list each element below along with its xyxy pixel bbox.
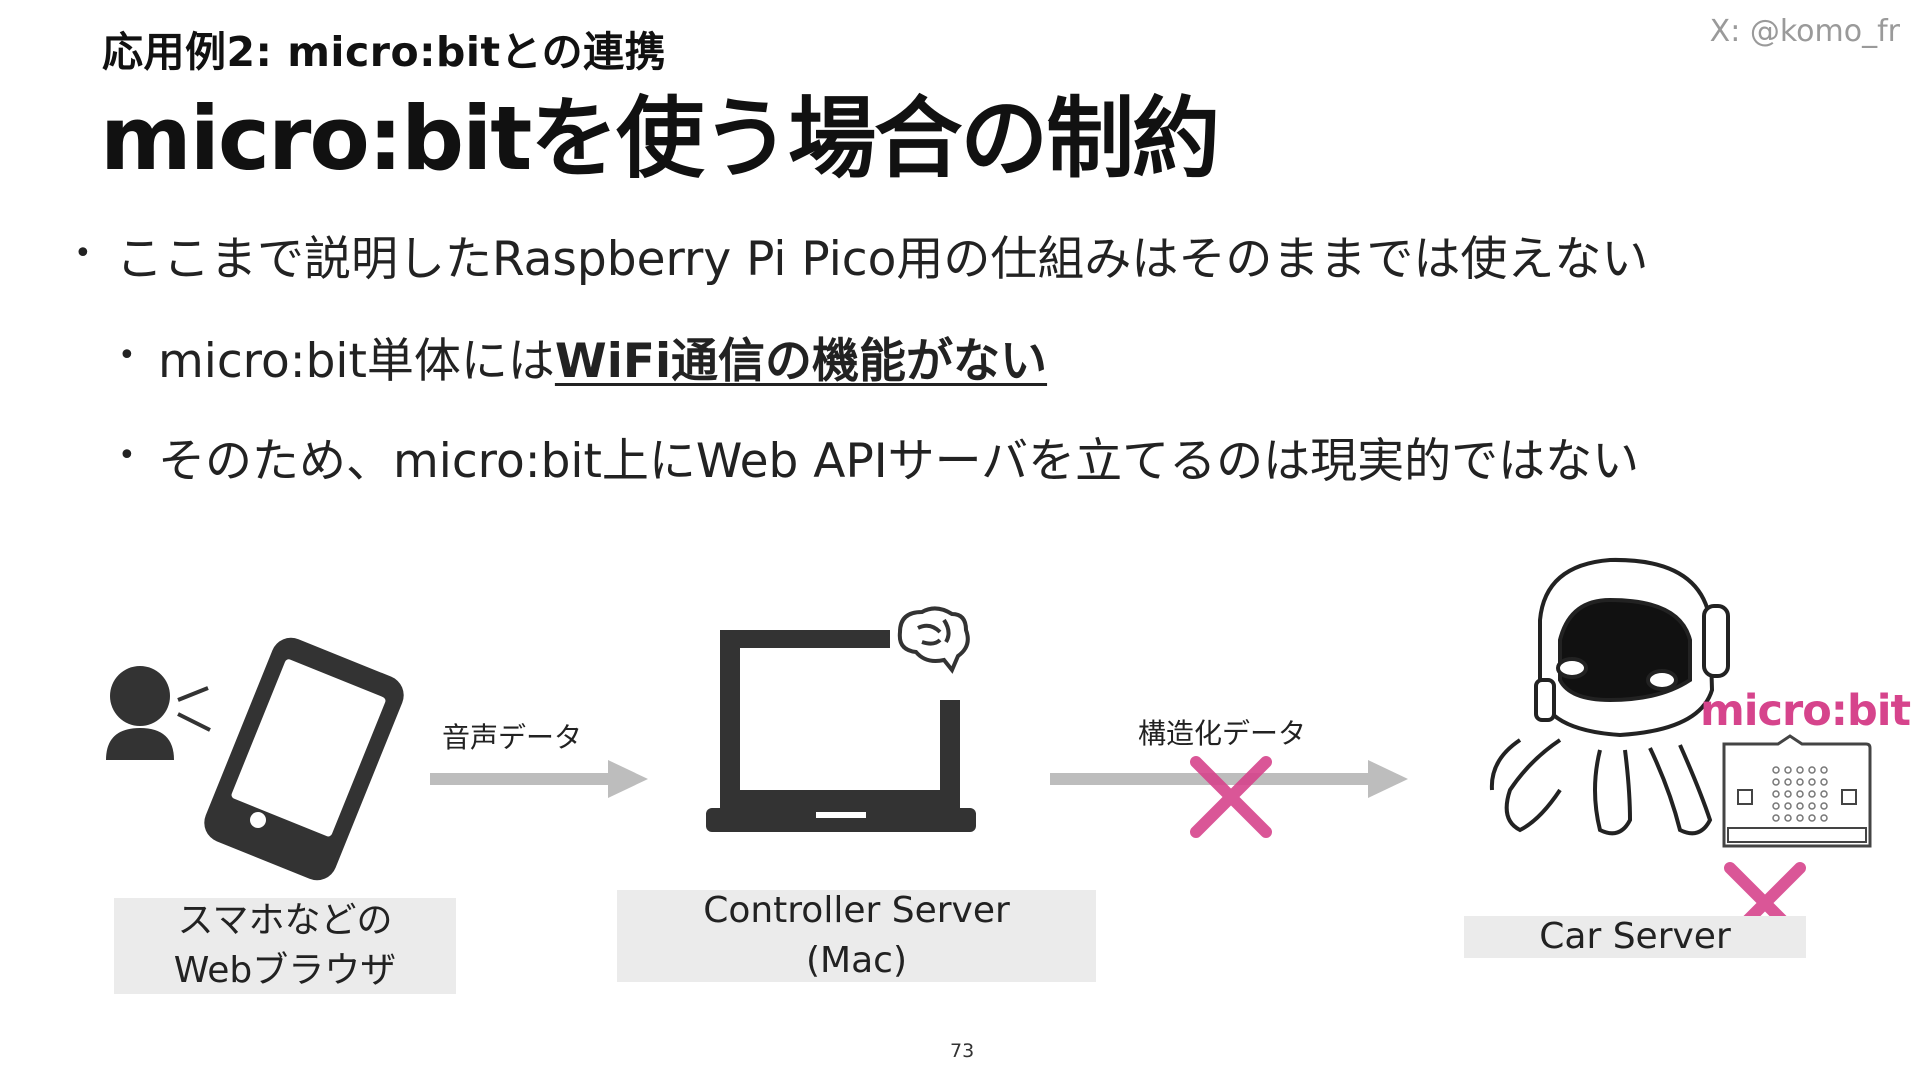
bullet-dot: • [118, 438, 136, 473]
slide-title: micro:bitを使う場合の制約 [100, 87, 1220, 190]
structured-data-label: 構造化データ [1138, 717, 1307, 750]
smartphone-icon [204, 637, 404, 881]
blocked-cross-icon [1190, 756, 1272, 838]
bullet-2-prefix: micro:bit単体には [158, 334, 555, 389]
controller-label-line1: Controller Server [703, 890, 1010, 931]
slide-subtitle: 応用例2: micro:bitとの連携 [102, 28, 667, 76]
car-server-label: Car Server [1464, 916, 1806, 958]
bullet-1: ここまで説明したRaspberry Pi Pico用の仕組みはそのままでは使えな… [116, 232, 1649, 287]
microbit-logo-text: micro:bit [1700, 686, 1911, 736]
car-label-text: Car Server [1539, 916, 1731, 957]
voice-data-label: 音声データ [442, 721, 583, 754]
page-number: 73 [950, 1040, 975, 1062]
brain-icon [897, 606, 970, 674]
browser-label-line1: スマホなどの [177, 900, 393, 941]
bullet-3: そのため、micro:bit上にWeb APIサーバを立てるのは現実的ではない [158, 434, 1640, 489]
browser-label-line2: Webブラウザ [173, 950, 397, 991]
bullet-2-emphasis: WiFi通信の機能がない [554, 334, 1048, 389]
voice-arrow [430, 760, 648, 798]
author-handle: X: @komo_fr [1709, 14, 1900, 49]
bullet-dot: • [118, 338, 136, 373]
bullet-dot: • [74, 236, 92, 271]
browser-label: スマホなどの Webブラウザ [114, 898, 456, 994]
speaking-person-icon [106, 666, 211, 760]
controller-server-label: Controller Server (Mac) [617, 890, 1096, 982]
bullet-2: micro:bit単体にはWiFi通信の機能がない [158, 322, 1047, 391]
robot-illustration [1489, 557, 1730, 836]
laptop-icon [706, 630, 976, 832]
controller-label-line2: (Mac) [805, 940, 907, 981]
microbit-board-icon [1722, 734, 1872, 848]
